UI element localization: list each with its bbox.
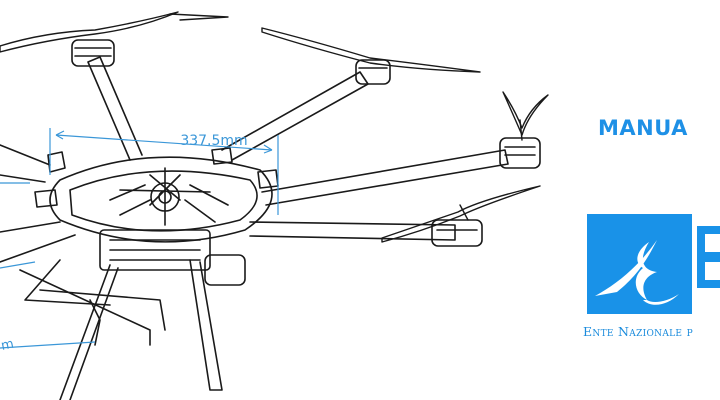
drone-landing-gear: [19, 259, 223, 400]
enac-logo: [587, 214, 720, 314]
logo-tagline: Ente Nazionale p: [583, 324, 693, 339]
manual-title: MANUA: [598, 116, 688, 140]
logo-swoosh-icon: [595, 240, 679, 305]
drone-motors: [71, 39, 541, 286]
logo-emblem: [587, 214, 692, 314]
logo-letter-partial: [697, 226, 720, 288]
dimension-label: 337.5mm: [180, 133, 247, 149]
partial-dimension-label: m: [0, 337, 15, 354]
hexacopter-drone-diagram: 337.5mm m: [0, 11, 549, 400]
drone-propellers: [0, 11, 549, 243]
drone-central-frame: [34, 147, 279, 271]
dimension-lines: [0, 128, 279, 349]
drone-arms: [0, 56, 509, 263]
